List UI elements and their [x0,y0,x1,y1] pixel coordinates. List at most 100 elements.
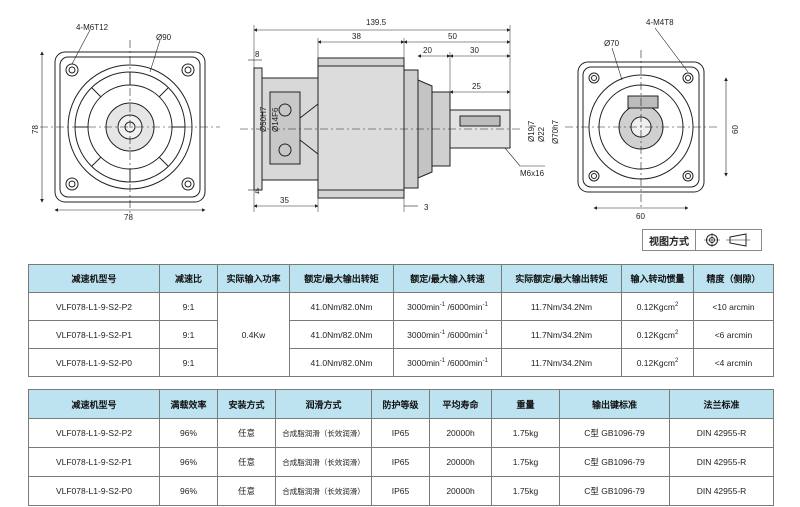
weight-cell: 1.75kg [491,476,560,506]
speed-cell: 3000min-1 /6000min-1 [393,292,502,321]
precision-cell: <10 arcmin [693,292,774,321]
col-header: 润滑方式 [275,389,372,419]
inertia-cell: 0.12Kgcm2 [621,348,694,377]
key-cell: C型 GB1096-79 [559,418,670,448]
torque-cell: 41.0Nm/82.0Nm [289,348,394,377]
ratio-cell: 9:1 [159,320,218,349]
life-cell: 20000h [429,447,492,477]
actual-torque-cell: 11.7Nm/34.2Nm [501,292,622,321]
table-row: VLF078-L1-9-S2-P0 9:1 41.0Nm/82.0Nm 3000… [28,348,774,377]
precision-cell: <6 arcmin [693,320,774,349]
col-header: 实际输入功率 [217,264,290,293]
side-phi14-label: Ø14F6 [271,107,280,132]
performance-table: 减速机型号 减速比 实际输入功率 额定/最大输出转矩 额定/最大输入转速 实际额… [28,264,774,377]
side-d20-label: 20 [423,46,432,55]
speed-cell: 3000min-1 /6000min-1 [393,348,502,377]
table-row: VLF078-L1-9-S2-P0 96% 任意 合成脂润滑（长效润滑） IP6… [28,476,774,506]
side-thread-label: M6x16 [520,169,545,178]
mount-cell: 任意 [217,447,276,477]
side-phi70-label: Ø70h7 [551,119,560,144]
side-d38-label: 38 [352,32,361,41]
side-phi22-label: Ø22 [537,126,546,142]
actual-torque-cell: 11.7Nm/34.2Nm [501,320,622,349]
rear-dia-label: Ø70 [604,39,620,48]
side-phi19-label: Ø19j7 [527,120,536,142]
side-d8-label: 8 [255,50,260,59]
col-header: 减速比 [159,264,218,293]
col-header: 额定/最大输出转矩 [289,264,394,293]
table-row: VLF078-L1-9-S2-P2 9:1 0.4Kw 41.0Nm/82.0N… [28,292,774,377]
technical-drawing: 4-M6T12 Ø90 78 78 [31,18,740,222]
mount-cell: 任意 [217,476,276,506]
col-header: 防护等级 [371,389,430,419]
flange-cell: DIN 42955-R [669,418,774,448]
model-cell: VLF078-L1-9-S2-P1 [28,447,160,477]
front-width-label: 78 [124,213,133,222]
table-row: VLF078-L1-9-S2-P1 96% 任意 合成脂润滑（长效润滑） IP6… [28,447,774,477]
col-header: 法兰标准 [669,389,774,419]
model-cell: VLF078-L1-9-S2-P2 [28,418,160,448]
side-phi50-label: Ø50H7 [259,106,268,132]
ip-cell: IP65 [371,418,430,448]
col-header: 输出键标准 [559,389,670,419]
model-cell: VLF078-L1-9-S2-P2 [28,292,160,321]
col-header: 额定/最大输入转速 [393,264,502,293]
side-d30-label: 30 [470,46,479,55]
side-d50-label: 50 [448,32,457,41]
torque-cell: 41.0Nm/82.0Nm [289,292,394,321]
col-header: 精度（侧隙） [693,264,774,293]
lube-cell: 合成脂润滑（长效润滑） [275,418,372,448]
ip-cell: IP65 [371,476,430,506]
table-row: VLF078-L1-9-S2-P2 96% 任意 合成脂润滑（长效润滑） IP6… [28,418,774,448]
power-cell: 0.4Kw [217,292,290,377]
col-header: 输入转动惯量 [621,264,694,293]
key-cell: C型 GB1096-79 [559,447,670,477]
rear-view [565,27,728,210]
side-total-label: 139.5 [366,18,387,27]
key-cell: C型 GB1096-79 [559,476,670,506]
table-header-row: 减速机型号 减速比 实际输入功率 额定/最大输出转矩 额定/最大输入转速 实际额… [28,264,774,293]
flange-cell: DIN 42955-R [669,447,774,477]
rear-height-label: 60 [731,125,740,134]
col-header: 安装方式 [217,389,276,419]
life-cell: 20000h [429,418,492,448]
view-method-legend: 视图方式 [642,229,762,251]
weight-cell: 1.75kg [491,447,560,477]
life-cell: 20000h [429,476,492,506]
mount-cell: 任意 [217,418,276,448]
efficiency-cell: 96% [159,476,218,506]
front-view [40,29,220,215]
table-row: VLF078-L1-9-S2-P1 9:1 41.0Nm/82.0Nm 3000… [28,320,774,349]
col-header: 实际额定/最大输出转矩 [501,264,622,293]
weight-cell: 1.75kg [491,418,560,448]
view-method-label: 视图方式 [643,230,696,250]
inertia-cell: 0.12Kgcm2 [621,320,694,349]
table-header-row: 减速机型号 满载效率 安装方式 润滑方式 防护等级 平均寿命 重量 输出键标准 … [28,389,774,419]
col-header: 满载效率 [159,389,218,419]
ratio-cell: 9:1 [159,348,218,377]
col-header: 重量 [491,389,560,419]
torque-cell: 41.0Nm/82.0Nm [289,320,394,349]
ratio-cell: 9:1 [159,292,218,321]
rear-width-label: 60 [636,212,645,221]
side-view [240,25,545,212]
inertia-cell: 0.12Kgcm2 [621,292,694,321]
projection-symbol-icon [696,233,754,247]
side-d3-label: 3 [424,203,429,212]
rear-holes-label: 4-M4T8 [646,18,674,27]
front-height-label: 78 [31,125,40,134]
side-d25-label: 25 [472,82,481,91]
actual-torque-cell: 11.7Nm/34.2Nm [501,348,622,377]
flange-cell: DIN 42955-R [669,476,774,506]
ip-cell: IP65 [371,447,430,477]
front-dia-label: Ø90 [156,33,172,42]
col-header: 平均寿命 [429,389,492,419]
side-d35-label: 35 [280,196,289,205]
efficiency-cell: 96% [159,418,218,448]
col-header: 减速机型号 [28,264,160,293]
precision-cell: <4 arcmin [693,348,774,377]
model-cell: VLF078-L1-9-S2-P0 [28,476,160,506]
lube-cell: 合成脂润滑（长效润滑） [275,476,372,506]
side-d4-label: 4 [255,187,260,196]
speed-cell: 3000min-1 /6000min-1 [393,320,502,349]
